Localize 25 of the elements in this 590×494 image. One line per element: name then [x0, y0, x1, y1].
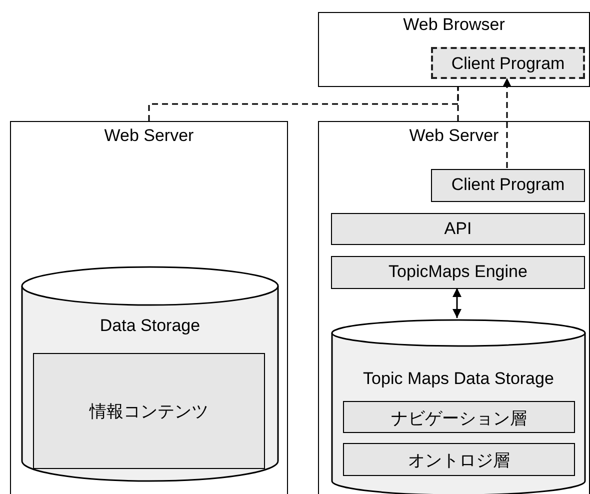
server-box [10, 121, 288, 494]
component-box [343, 401, 575, 433]
component-box [331, 213, 585, 245]
node-label: ナビゲーション層 [390, 408, 528, 430]
connector-line [457, 87, 459, 121]
component-box [33, 353, 265, 469]
node-label: Web Server [408, 126, 500, 146]
arrow [502, 78, 512, 168]
component-box [331, 256, 585, 289]
node-label: Data Storage [98, 316, 202, 336]
server-box [318, 121, 590, 494]
node-label: Client Program [450, 175, 566, 195]
node-label: Topic Maps Data Storage [362, 369, 555, 389]
arrow [452, 288, 462, 318]
node-label: 情報コンテンツ [88, 401, 210, 423]
component-box [343, 443, 575, 476]
node-label: Web Browser [402, 15, 506, 35]
node-label: TopicMaps Engine [388, 262, 528, 282]
node-label: Client Program [450, 54, 566, 74]
node-label: API [443, 219, 473, 239]
component-box [431, 169, 585, 202]
browser-box [318, 12, 590, 87]
dashed-program-box [431, 47, 585, 79]
node-label: Web Server [103, 126, 195, 146]
node-label: オントロジ層 [407, 450, 511, 472]
